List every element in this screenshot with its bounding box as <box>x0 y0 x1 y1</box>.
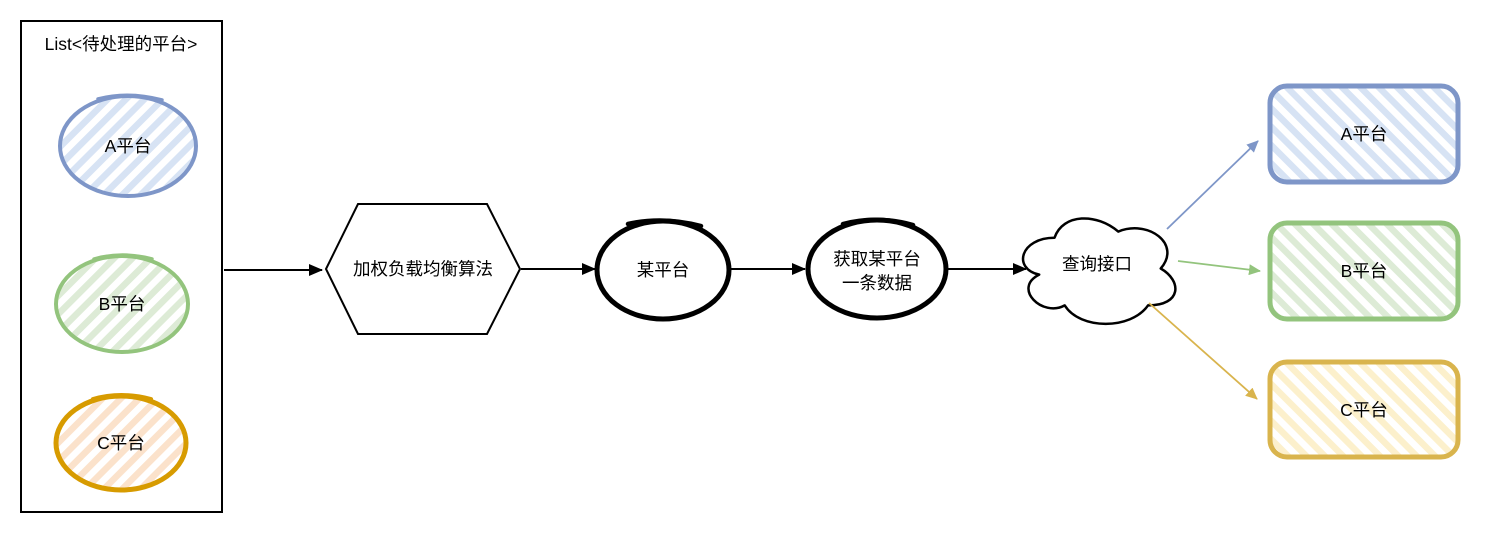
ellipse-selected-platform: 某平台 <box>594 218 732 322</box>
target-b-label: B平台 <box>1341 261 1388 281</box>
list-box-title: List<待处理的平台> <box>45 34 198 54</box>
hexagon-load-balancer: 加权负载均衡算法 <box>324 203 522 335</box>
list-item-platform-c: C平台 <box>53 393 189 493</box>
platform-c-label: C平台 <box>97 433 145 453</box>
target-platform-b: B平台 <box>1267 220 1461 322</box>
target-a-label: A平台 <box>1341 124 1388 144</box>
platform-a-label: A平台 <box>105 136 152 156</box>
platform-b-label: B平台 <box>99 294 146 314</box>
pending-platform-list-container: List<待处理的平台> A平台 B平台 C平台 <box>20 20 223 513</box>
connector-cloud-to-target-a <box>1166 140 1259 230</box>
sketch-overlap-stroke <box>96 93 164 102</box>
target-platform-a: A平台 <box>1267 83 1461 185</box>
sketch-overlap-stroke <box>625 218 704 229</box>
hexagon-label: 加权负载均衡算法 <box>353 259 493 279</box>
sketch-overlap-stroke <box>91 393 153 401</box>
sketch-overlap-stroke <box>92 253 154 261</box>
ellipse-fetch-one-record: 获取某平台 一条数据 <box>805 217 949 321</box>
selected-platform-label: 某平台 <box>637 260 690 280</box>
cloud-label: 查询接口 <box>1062 254 1132 274</box>
cloud-query-interface: 查询接口 <box>1021 217 1177 325</box>
target-c-label: C平台 <box>1340 400 1388 420</box>
list-item-platform-a: A平台 <box>58 93 198 198</box>
connector-cloud-to-target-c <box>1148 302 1258 400</box>
fetch-label-line2: 一条数据 <box>842 273 912 293</box>
sketch-overlap-stroke <box>840 217 916 228</box>
fetch-label-line1: 获取某平台 <box>833 249 921 269</box>
target-platform-c: C平台 <box>1267 359 1461 460</box>
connector-cloud-to-target-b <box>1177 260 1261 276</box>
list-item-platform-b: B平台 <box>54 253 190 354</box>
